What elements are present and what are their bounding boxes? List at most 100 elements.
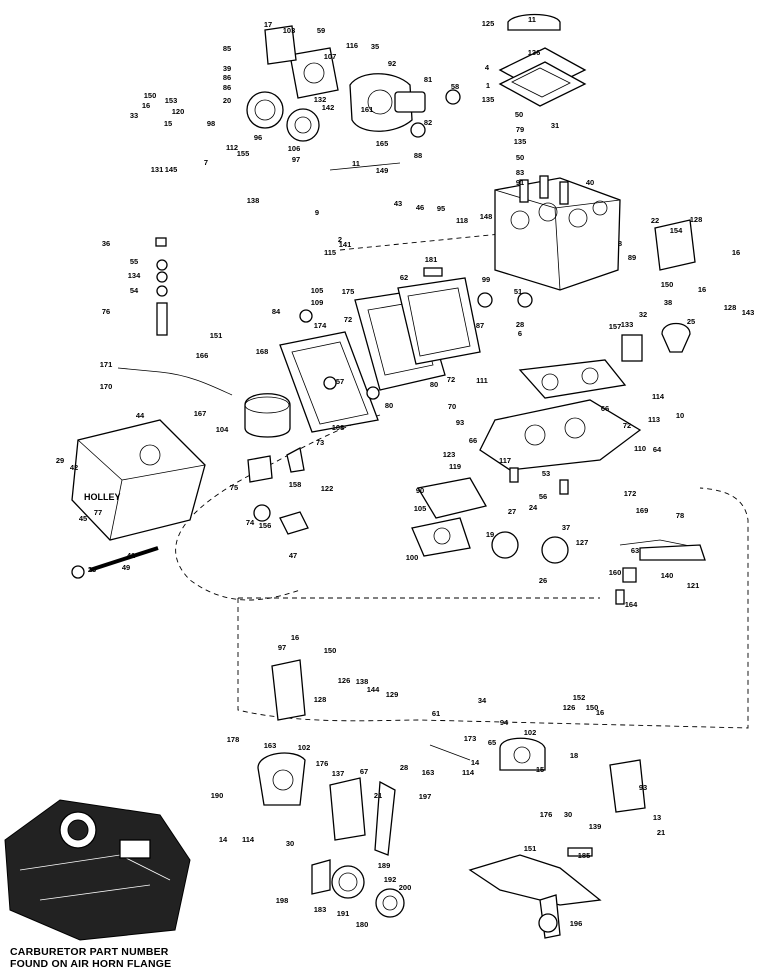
accelerator-pump-group bbox=[411, 477, 569, 564]
callout-105: 105 bbox=[311, 286, 324, 295]
callout-57: 57 bbox=[336, 377, 344, 386]
callout-21: 21 bbox=[374, 791, 382, 800]
callout-26: 26 bbox=[539, 576, 547, 585]
callout-134: 134 bbox=[128, 271, 141, 280]
callout-66: 66 bbox=[601, 404, 609, 413]
callout-172: 172 bbox=[624, 489, 637, 498]
callout-10: 10 bbox=[676, 411, 684, 420]
callout-133: 133 bbox=[621, 320, 634, 329]
callout-18: 18 bbox=[570, 751, 578, 760]
callout-59: 59 bbox=[317, 26, 325, 35]
callout-81: 81 bbox=[424, 75, 432, 84]
callout-140: 140 bbox=[661, 571, 674, 580]
callout-169: 169 bbox=[636, 506, 649, 515]
callout-85: 85 bbox=[223, 44, 231, 53]
callout-200: 200 bbox=[399, 883, 412, 892]
callout-38: 38 bbox=[664, 298, 672, 307]
callout-27: 27 bbox=[508, 507, 516, 516]
callout-190: 190 bbox=[211, 791, 224, 800]
callout-89: 89 bbox=[628, 253, 636, 262]
callout-150: 150 bbox=[324, 646, 337, 655]
callout-11: 11 bbox=[528, 15, 536, 24]
callout-16: 16 bbox=[596, 708, 604, 717]
callout-83: 83 bbox=[516, 168, 524, 177]
callout-198: 198 bbox=[276, 896, 289, 905]
callout-35: 35 bbox=[371, 42, 379, 51]
callout-151: 151 bbox=[210, 331, 223, 340]
callout-106: 106 bbox=[288, 144, 301, 153]
diaphragm-housing-group bbox=[244, 393, 291, 438]
dashed-group-line-left bbox=[175, 414, 381, 601]
callout-149: 149 bbox=[376, 166, 389, 175]
callout-65: 65 bbox=[488, 738, 496, 747]
callout-16: 16 bbox=[732, 248, 740, 257]
callout-117: 117 bbox=[499, 456, 511, 465]
callout-196: 196 bbox=[570, 919, 583, 928]
callout-13: 13 bbox=[653, 813, 661, 822]
callout-80: 80 bbox=[430, 380, 438, 389]
callout-118: 118 bbox=[456, 216, 468, 225]
small-hardware bbox=[155, 219, 706, 605]
callout-115: 115 bbox=[324, 248, 336, 257]
callout-2: 2 bbox=[338, 235, 342, 244]
callout-95: 95 bbox=[437, 204, 445, 213]
callout-148: 148 bbox=[480, 212, 493, 221]
callout-152: 152 bbox=[573, 693, 586, 702]
callout-78: 78 bbox=[676, 511, 684, 520]
callout-145: 145 bbox=[165, 165, 178, 174]
callout-183: 183 bbox=[314, 905, 327, 914]
callout-61: 61 bbox=[432, 709, 440, 718]
callout-128: 128 bbox=[724, 303, 737, 312]
callout-49: 49 bbox=[122, 563, 130, 572]
callout-19: 19 bbox=[486, 530, 494, 539]
callout-192: 192 bbox=[384, 875, 397, 884]
callout-84: 84 bbox=[272, 307, 281, 316]
callout-6: 6 bbox=[518, 329, 522, 338]
callout-122: 122 bbox=[321, 484, 334, 493]
callout-56: 56 bbox=[539, 492, 547, 501]
callout-24: 24 bbox=[529, 503, 538, 512]
caption-line-2: FOUND ON AIR HORN FLANGE bbox=[10, 958, 171, 970]
callout-178: 178 bbox=[227, 735, 240, 744]
choke-housing-group bbox=[246, 25, 461, 142]
callout-181: 181 bbox=[425, 255, 438, 264]
callout-47: 47 bbox=[289, 551, 297, 560]
callout-64: 64 bbox=[653, 445, 662, 454]
callout-1: 1 bbox=[486, 81, 490, 90]
throttle-rod bbox=[329, 162, 401, 171]
callout-170: 170 bbox=[100, 382, 113, 391]
callout-138: 138 bbox=[247, 196, 260, 205]
callout-136: 136 bbox=[528, 48, 541, 57]
callout-135: 135 bbox=[514, 137, 527, 146]
callout-174: 174 bbox=[314, 321, 327, 330]
callout-150: 150 bbox=[661, 280, 674, 289]
callout-67: 67 bbox=[360, 767, 368, 776]
callout-86: 86 bbox=[223, 73, 231, 82]
callout-30: 30 bbox=[564, 810, 572, 819]
callout-80: 80 bbox=[385, 401, 393, 410]
callout-126: 126 bbox=[338, 676, 351, 685]
callout-93: 93 bbox=[639, 783, 647, 792]
callout-166: 166 bbox=[196, 351, 209, 360]
callout-129: 129 bbox=[386, 690, 399, 699]
callout-55: 55 bbox=[130, 257, 138, 266]
air-horn-gasket-group bbox=[498, 13, 587, 107]
callout-123: 123 bbox=[443, 450, 456, 459]
callout-29: 29 bbox=[56, 456, 64, 465]
dashed-link-throttle bbox=[339, 231, 521, 251]
callout-160: 160 bbox=[609, 568, 622, 577]
callout-114: 114 bbox=[462, 768, 475, 777]
callout-97: 97 bbox=[278, 643, 286, 652]
callout-44: 44 bbox=[136, 411, 145, 420]
callout-23: 23 bbox=[88, 565, 96, 574]
callout-21: 21 bbox=[657, 828, 665, 837]
callout-102: 102 bbox=[298, 743, 311, 752]
callout-157: 157 bbox=[609, 322, 622, 331]
callout-16: 16 bbox=[291, 633, 299, 642]
callout-139: 139 bbox=[589, 822, 602, 831]
callout-94: 94 bbox=[500, 718, 509, 727]
main-body-group bbox=[494, 175, 621, 291]
callout-96: 96 bbox=[254, 133, 262, 142]
